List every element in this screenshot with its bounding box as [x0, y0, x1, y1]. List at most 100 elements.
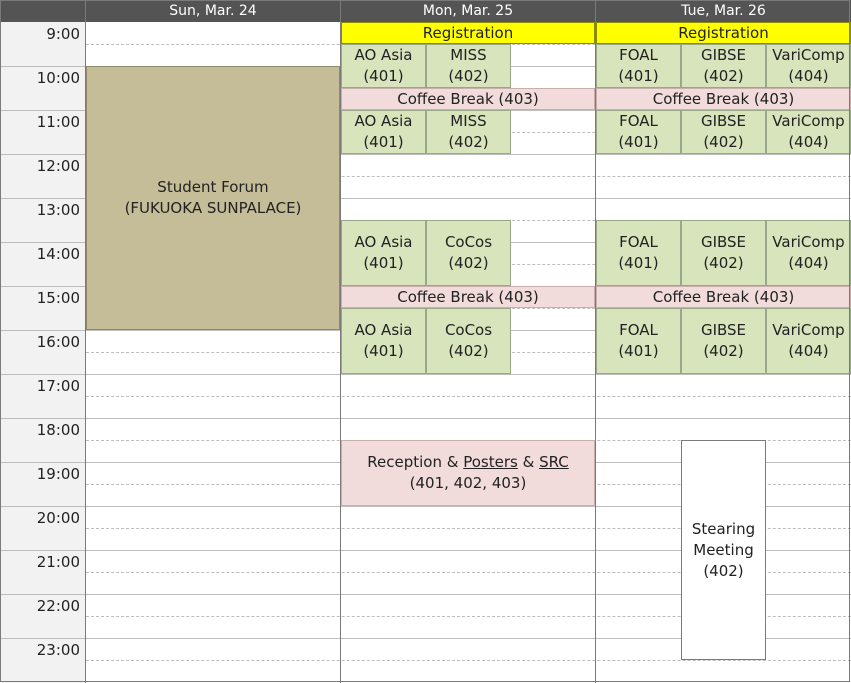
- time-label: 9:00: [46, 25, 80, 43]
- hour-gridline: [0, 506, 851, 507]
- reception-prefix: Reception &: [367, 453, 459, 471]
- session-mon-2a[interactable]: AO Asia (401): [341, 110, 426, 154]
- time-label: 23:00: [36, 641, 80, 659]
- session-tue-1a[interactable]: FOAL (401): [596, 44, 681, 88]
- session-tue-3a[interactable]: FOAL(401): [596, 220, 681, 286]
- steering-line1: Stearing: [691, 519, 756, 538]
- session-tue-2c[interactable]: VariComp (404): [766, 110, 851, 154]
- session-mon-3b[interactable]: CoCos (402): [426, 220, 511, 286]
- column-divider: [85, 0, 86, 683]
- session-mon-4b[interactable]: CoCos(402): [426, 308, 511, 374]
- session-title: VariComp: [772, 321, 845, 339]
- session-room: (401): [363, 254, 404, 272]
- coffee-break-mon-pm[interactable]: Coffee Break (403): [341, 286, 595, 308]
- session-title: VariComp: [772, 112, 845, 130]
- session-room: (401): [363, 133, 404, 151]
- session-title: MISS: [450, 46, 487, 64]
- time-label: 12:00: [36, 157, 80, 175]
- day-header-tue: Tue, Mar. 26: [596, 0, 851, 22]
- session-mon-1a[interactable]: AO Asia(401): [341, 44, 426, 88]
- session-room: (402): [703, 133, 744, 151]
- session-tue-2b[interactable]: GIBSE (402): [681, 110, 766, 154]
- session-title: MISS: [450, 112, 487, 130]
- src-link[interactable]: SRC: [539, 453, 569, 471]
- session-title: GIBSE: [700, 46, 747, 64]
- column-divider: [340, 0, 341, 683]
- time-label: 10:00: [36, 69, 80, 87]
- session-mon-2b[interactable]: MISS (402): [426, 110, 511, 154]
- time-label: 20:00: [36, 509, 80, 527]
- student-forum-block[interactable]: Student Forum (FUKUOKA SUNPALACE): [86, 66, 340, 330]
- steering-meeting-block[interactable]: Stearing Meeting (402): [681, 440, 766, 660]
- header-corner: [0, 0, 85, 22]
- session-tue-2a[interactable]: FOAL(401): [596, 110, 681, 154]
- session-room: (401): [618, 254, 659, 272]
- session-room: (404): [788, 342, 829, 360]
- half-hour-gridline: [86, 396, 851, 397]
- session-room: (404): [788, 67, 829, 85]
- session-title: GIBSE: [700, 112, 747, 130]
- session-room: (404): [788, 133, 829, 151]
- coffee-break-tue-pm[interactable]: Coffee Break (403): [596, 286, 851, 308]
- steering-line2: Meeting: [693, 540, 754, 559]
- session-title: VariComp: [772, 46, 845, 64]
- registration-mon[interactable]: Registration: [341, 22, 595, 44]
- session-title: FOAL: [619, 46, 658, 64]
- registration-tue[interactable]: Registration: [596, 22, 851, 44]
- time-label: 17:00: [36, 377, 80, 395]
- session-mon-4a[interactable]: AO Asia(401): [341, 308, 426, 374]
- hour-gridline: [0, 374, 851, 375]
- time-label: 22:00: [36, 597, 80, 615]
- session-tue-4b[interactable]: GIBSE (402): [681, 308, 766, 374]
- session-tue-1c[interactable]: VariComp (404): [766, 44, 851, 88]
- time-label: 21:00: [36, 553, 80, 571]
- session-title: AO Asia: [354, 112, 413, 130]
- session-tue-3c[interactable]: VariComp(404): [766, 220, 851, 286]
- reception-block[interactable]: Reception & Posters & SRC (401, 402, 403…: [341, 440, 595, 506]
- posters-link[interactable]: Posters: [463, 453, 518, 471]
- session-room: (401): [618, 342, 659, 360]
- session-room: (401): [363, 67, 404, 85]
- session-tue-1b[interactable]: GIBSE (402): [681, 44, 766, 88]
- half-hour-gridline: [86, 176, 851, 177]
- half-hour-gridline: [86, 616, 851, 617]
- hour-gridline: [0, 638, 851, 639]
- session-room: (401): [618, 67, 659, 85]
- steering-room: (402): [703, 561, 744, 580]
- time-label: 15:00: [36, 289, 80, 307]
- session-room: (402): [703, 67, 744, 85]
- half-hour-gridline: [86, 572, 851, 573]
- session-room: (402): [703, 342, 744, 360]
- time-label: 16:00: [36, 333, 80, 351]
- session-room: (402): [448, 67, 489, 85]
- session-room: (404): [788, 254, 829, 272]
- session-mon-3a[interactable]: AO Asia (401): [341, 220, 426, 286]
- session-tue-3b[interactable]: GIBSE(402): [681, 220, 766, 286]
- session-title: CoCos: [444, 233, 493, 251]
- coffee-break-tue-am[interactable]: Coffee Break (403): [596, 88, 851, 110]
- half-hour-gridline: [86, 660, 851, 661]
- session-room: (402): [448, 133, 489, 151]
- time-column: [0, 22, 85, 683]
- session-room: (402): [448, 254, 489, 272]
- session-title: CoCos: [444, 321, 493, 339]
- time-label: 19:00: [36, 465, 80, 483]
- session-title: GIBSE: [700, 321, 747, 339]
- session-room: (401): [363, 342, 404, 360]
- hour-gridline: [0, 198, 851, 199]
- session-title: AO Asia: [354, 233, 413, 251]
- hour-gridline: [0, 594, 851, 595]
- time-label: 18:00: [36, 421, 80, 439]
- coffee-break-mon-am[interactable]: Coffee Break (403): [341, 88, 595, 110]
- student-forum-title: Student Forum: [157, 178, 269, 196]
- hour-gridline: [0, 154, 851, 155]
- session-tue-4a[interactable]: FOAL (401): [596, 308, 681, 374]
- session-tue-4c[interactable]: VariComp (404): [766, 308, 851, 374]
- session-mon-1b[interactable]: MISS (402): [426, 44, 511, 88]
- column-divider: [595, 0, 596, 683]
- session-title: FOAL: [619, 321, 658, 339]
- day-header-mon: Mon, Mar. 25: [341, 0, 595, 22]
- reception-amp: &: [522, 453, 535, 471]
- session-title: FOAL: [619, 112, 658, 130]
- hour-gridline: [0, 418, 851, 419]
